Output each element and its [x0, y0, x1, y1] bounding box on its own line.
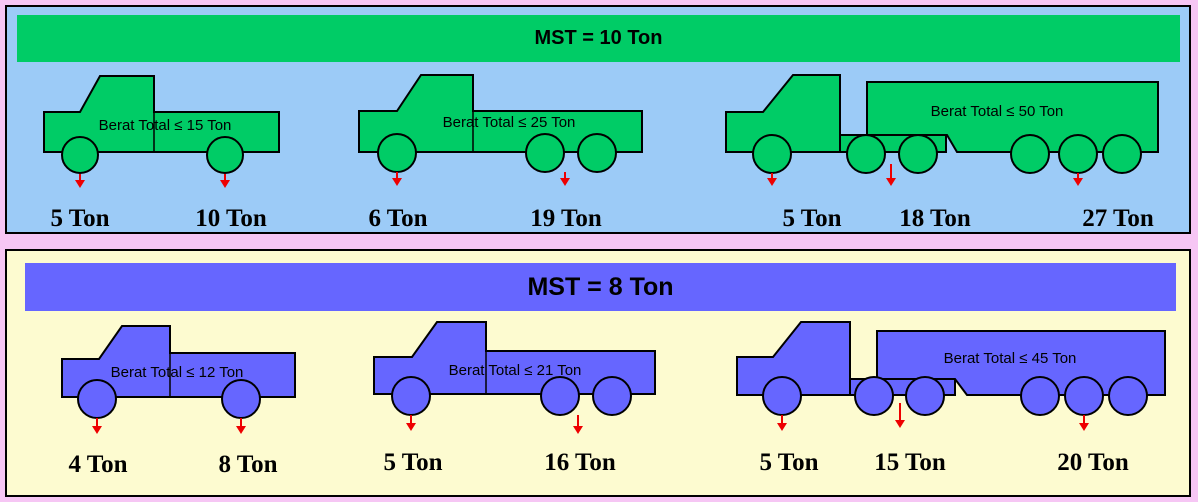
wheel-icon — [1108, 376, 1148, 416]
total-weight-label: Berat Total ≤ 45 Ton — [944, 350, 1077, 367]
arrow-head-icon — [895, 420, 905, 428]
arrow-head-icon — [573, 426, 583, 434]
axle-load-label: 4 Ton — [68, 451, 127, 478]
arrow-head-icon — [236, 426, 246, 434]
wheel-icon — [854, 376, 894, 416]
arrow-head-icon — [886, 178, 896, 186]
total-weight-label: Berat Total ≤ 50 Ton — [931, 103, 1064, 120]
wheel-icon — [540, 376, 580, 416]
wheel-icon — [221, 379, 261, 419]
semi-trailer-truck-0-2: Berat Total ≤ 50 Ton 5 Ton 18 Ton 27 Ton — [725, 74, 1159, 232]
wheel-icon — [1102, 134, 1142, 174]
arrow-head-icon — [220, 180, 230, 188]
wheel-icon — [206, 136, 244, 174]
arrow-head-icon — [1073, 178, 1083, 186]
wheel-icon — [592, 376, 632, 416]
arrow-head-icon — [1079, 423, 1089, 431]
wheel-icon — [525, 133, 565, 173]
arrow-head-icon — [777, 423, 787, 431]
arrow-head-icon — [75, 180, 85, 188]
wheel-icon — [391, 376, 431, 416]
wheel-icon — [762, 376, 802, 416]
axle-load-label: 27 Ton — [1082, 205, 1154, 232]
pickup-truck-0-0: Berat Total ≤ 15 Ton 5 Ton 10 Ton — [43, 75, 280, 232]
wheel-icon — [61, 136, 99, 174]
axle-load-label: 5 Ton — [383, 449, 442, 476]
axle-load-label: 5 Ton — [50, 205, 109, 232]
axle-load-label: 15 Ton — [874, 449, 946, 476]
tractor-cab — [736, 321, 851, 396]
pickup-truck-1-1: Berat Total ≤ 21 Ton 5 Ton 16 Ton — [373, 321, 656, 476]
axle-load-label: 5 Ton — [759, 449, 818, 476]
wheel-icon — [752, 134, 792, 174]
semi-trailer-truck-1-2: Berat Total ≤ 45 Ton 5 Ton 15 Ton 20 Ton — [736, 321, 1166, 476]
axle-load-label: 6 Ton — [368, 205, 427, 232]
pickup-truck-1-0: Berat Total ≤ 12 Ton 4 Ton 8 Ton — [61, 325, 296, 478]
total-weight-label: Berat Total ≤ 12 Ton — [111, 364, 244, 381]
axle-load-label: 5 Ton — [782, 205, 841, 232]
arrow-head-icon — [92, 426, 102, 434]
arrow-head-icon — [392, 178, 402, 186]
axle-load-label: 8 Ton — [218, 451, 277, 478]
wheel-icon — [577, 133, 617, 173]
wheel-icon — [1010, 134, 1050, 174]
axle-load-label: 16 Ton — [544, 449, 616, 476]
mst-10-banner: MST = 10 Ton — [17, 15, 1180, 62]
axle-load-label: 10 Ton — [195, 205, 267, 232]
axle-load-label: 19 Ton — [530, 205, 602, 232]
arrow-head-icon — [560, 178, 570, 186]
axle-load-label: 20 Ton — [1057, 449, 1129, 476]
wheel-icon — [377, 133, 417, 173]
arrow-head-icon — [406, 423, 416, 431]
wheel-icon — [905, 376, 945, 416]
pickup-truck-0-1: Berat Total ≤ 25 Ton 6 Ton 19 Ton — [358, 74, 643, 232]
wheel-icon — [1064, 376, 1104, 416]
wheel-icon — [898, 134, 938, 174]
wheel-icon — [1058, 134, 1098, 174]
tractor-cab — [725, 74, 841, 153]
wheel-icon — [77, 379, 117, 419]
axle-load-label: 18 Ton — [899, 205, 971, 232]
total-weight-label: Berat Total ≤ 25 Ton — [443, 114, 576, 131]
total-weight-label: Berat Total ≤ 21 Ton — [449, 362, 582, 379]
total-weight-label: Berat Total ≤ 15 Ton — [99, 117, 232, 134]
mst-8-banner: MST = 8 Ton — [25, 263, 1176, 311]
wheel-icon — [846, 134, 886, 174]
wheel-icon — [1020, 376, 1060, 416]
arrow-head-icon — [767, 178, 777, 186]
